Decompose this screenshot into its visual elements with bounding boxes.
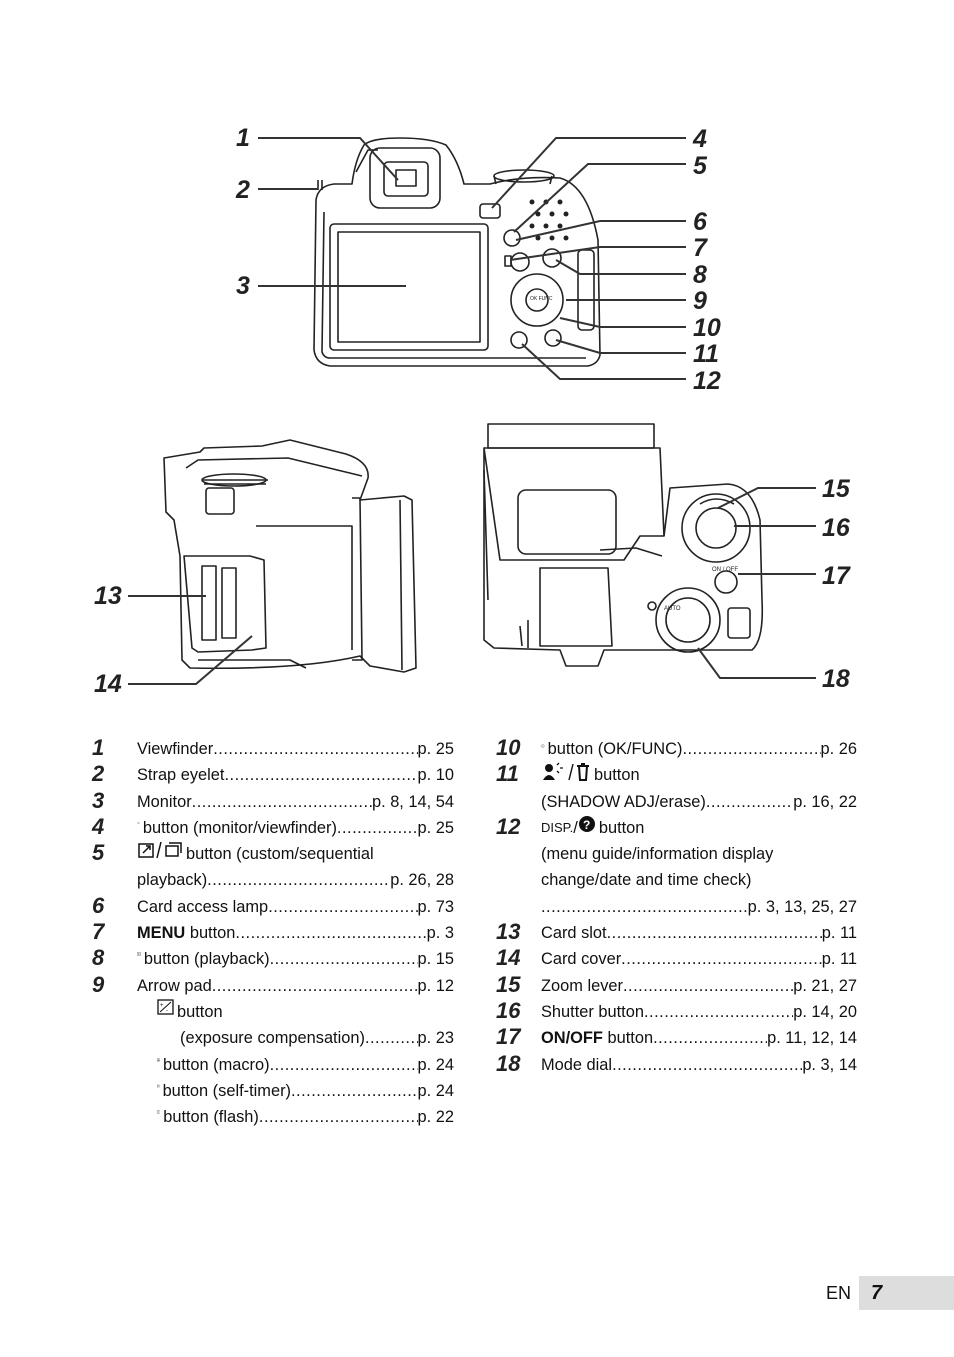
legend-item-5-cont: playback)p. 26, 28 [92, 867, 454, 893]
legend-item-11: 11 button [496, 761, 640, 787]
svg-text:OK: OK [542, 745, 544, 747]
legend-item-9: 9 Arrow padp. 12 [92, 972, 454, 999]
callout-4: 4 [692, 125, 707, 153]
shutter-button[interactable] [695, 507, 737, 549]
callout-3: 3 [236, 272, 250, 300]
legend-item-9a-cont: (exposure compensation)p. 23 [92, 1025, 454, 1051]
macro-icon [157, 1058, 160, 1061]
callout-17: 17 [822, 562, 851, 590]
legend-item-11-cont: (SHADOW ADJ/erase)p. 16, 22 [496, 789, 857, 815]
svg-text:-: - [166, 1008, 168, 1014]
on-off-button[interactable] [714, 570, 738, 594]
callout-8: 8 [693, 261, 707, 289]
custom-sequential-button[interactable] [503, 229, 521, 247]
callout-16: 16 [822, 514, 851, 542]
svg-text:+: + [160, 1003, 164, 1009]
arrow-pad[interactable] [510, 273, 564, 327]
auto-label: AUTO [664, 606, 681, 612]
monitor-viewfinder-icon [137, 822, 140, 824]
speaker-grille [529, 199, 569, 241]
legend-item-9b: button (macro)p. 24 [92, 1052, 454, 1078]
legend-item-18: 18 Mode dialp. 3, 14 [496, 1051, 857, 1078]
callout-10: 10 [693, 314, 721, 342]
camera-diagrams: ON / OFF AUTO OK FUNC 1 2 3 4 5 6 7 8 9 … [94, 124, 851, 698]
viewfinder [369, 147, 441, 209]
legend-item-15: 15 Zoom leverp. 21, 27 [496, 972, 857, 999]
callout-14: 14 [94, 670, 122, 698]
camera-top-view [483, 423, 764, 667]
callout-5: 5 [693, 152, 708, 180]
legend-item-17: 17 ON/OFF buttonp. 11, 12, 14 [496, 1024, 857, 1051]
callout-9: 9 [693, 287, 707, 315]
legend-item-1: 1 Viewfinderp. 25 [92, 735, 454, 762]
camera-back-view [313, 137, 601, 367]
self-timer-icon [157, 1084, 160, 1088]
legend-item-4: 4 button (monitor/viewfinder)p. 25 [92, 814, 454, 841]
ok-func-button[interactable] [525, 288, 549, 312]
legend-item-12-cont2: change/date and time check) [541, 871, 752, 890]
zoom-lever[interactable] [681, 493, 751, 563]
legend-item-9a: +- button [92, 999, 454, 1025]
legend-item-16: 16 Shutter buttonp. 14, 20 [496, 998, 857, 1025]
callout-numbers: 1 2 3 4 5 6 7 8 9 10 11 12 13 14 15 16 1… [94, 124, 851, 698]
callout-11: 11 [693, 340, 719, 368]
disp-button[interactable] [510, 331, 528, 349]
exposure-compensation-icon: +- [157, 999, 174, 1015]
legend-item-9c: button (self-timer)p. 24 [92, 1078, 454, 1104]
legend-item-6: 6 Card access lampp. 73 [92, 893, 454, 920]
callout-6: 6 [693, 208, 708, 236]
mode-dial[interactable] [655, 587, 721, 653]
legend-item-3: 3 Monitorp. 8, 14, 54 [92, 788, 454, 815]
page-number: 7 [859, 1276, 954, 1310]
leader-lines [128, 137, 816, 685]
camera-side-view [163, 439, 417, 673]
shadow-adj-erase-button[interactable] [544, 329, 562, 347]
legend-left-column: 1 Viewfinderp. 25 2 Strap eyeletp. 10 3 … [92, 735, 454, 1130]
legend-item-5: 5 button (custom/sequential [92, 840, 374, 866]
legend-item-12: 12 DISP./ ? button [496, 813, 645, 839]
legend-item-8: 8 button (playback)p. 15 [92, 945, 454, 972]
card-access-lamp [504, 255, 512, 267]
callout-7: 7 [693, 234, 708, 262]
flash-icon [157, 1110, 161, 1114]
custom-sequential-icon [138, 842, 182, 859]
svg-text:?: ? [583, 818, 590, 832]
menu-button[interactable] [510, 252, 530, 272]
playback-icon [137, 953, 141, 956]
legend-item-12-cont1: (menu guide/information display [541, 845, 774, 864]
legend-item-9d: button (flash)p. 22 [92, 1104, 454, 1130]
callout-15: 15 [822, 475, 851, 503]
on-off-label: ON / OFF [712, 567, 738, 573]
callout-12: 12 [693, 367, 721, 395]
legend-item-12-cont3: p. 3, 13, 25, 27 [496, 894, 857, 920]
svg-text:FUNC: FUNC [542, 746, 545, 748]
monitor-viewfinder-button[interactable] [479, 203, 501, 219]
language-label: EN [826, 1282, 852, 1303]
callout-18: 18 [822, 665, 850, 693]
legend-item-13: 13 Card slotp. 11 [496, 919, 857, 946]
card-slot [201, 565, 217, 641]
legend-item-2: 2 Strap eyeletp. 10 [92, 761, 454, 788]
legend-item-7: 7 MENU buttonp. 3 [92, 919, 454, 946]
help-icon: ? [578, 815, 595, 832]
page-footer: EN 7 [826, 1276, 954, 1310]
ok-func-label: OK FUNC [530, 296, 553, 302]
legend-item-14: 14 Card coverp. 11 [496, 945, 857, 972]
shadow-adj-erase-icon [543, 762, 589, 782]
playback-button[interactable] [542, 248, 562, 268]
card-cover [183, 555, 267, 653]
callout-2: 2 [235, 176, 250, 204]
callout-1: 1 [236, 124, 250, 152]
callout-13: 13 [94, 582, 122, 610]
